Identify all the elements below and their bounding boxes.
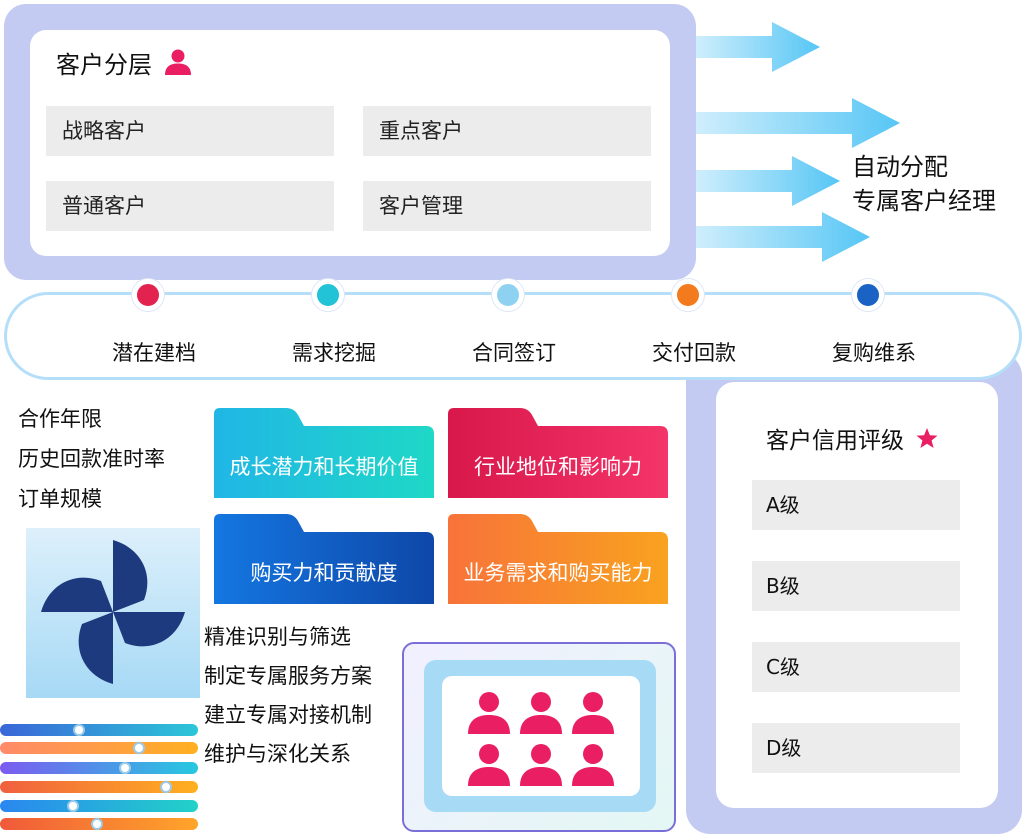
- tier-cell-regular: 普通客户: [46, 181, 334, 231]
- arrow-right-icon: [696, 156, 840, 206]
- arrow-right-icon: [696, 98, 900, 148]
- grade-b: B级: [752, 561, 960, 611]
- stage-label-needs: 需求挖掘: [292, 341, 376, 365]
- eval-folder-purchasing: 购买力和贡献度: [214, 514, 434, 604]
- action-plan: 制定专属服务方案: [204, 664, 372, 688]
- grade-a: A级: [752, 480, 960, 530]
- auto-assign-text: 自动分配 专属客户经理: [852, 150, 996, 218]
- tier-cell-strategic: 战略客户: [46, 106, 334, 156]
- grade-c: C级: [752, 642, 960, 692]
- progress-bar: [0, 818, 198, 830]
- eval-folder-industry: 行业地位和影响力: [448, 408, 668, 498]
- folder-shape: [448, 514, 668, 604]
- auto-assign-line2: 专属客户经理: [852, 187, 996, 215]
- folder-shape: [448, 408, 668, 498]
- progress-knob: [67, 800, 80, 812]
- person-icon: [468, 692, 510, 734]
- action-identify: 精准识别与筛选: [204, 625, 351, 649]
- customer-tier-title-text: 客户分层: [56, 51, 152, 79]
- stage-label-repurchase: 复购维系: [832, 341, 916, 365]
- progress-knob: [132, 742, 145, 754]
- stage-label-contract: 合同签订: [472, 341, 556, 365]
- progress-bar: [0, 724, 198, 736]
- eval-label-demand: 业务需求和购买能力: [463, 561, 653, 585]
- pinwheel-logo: [41, 540, 185, 684]
- eval-label-purchasing: 购买力和贡献度: [250, 561, 398, 585]
- arrow-right-icon: [696, 22, 820, 72]
- grade-d: D级: [752, 723, 960, 773]
- folder-shape: [214, 408, 434, 498]
- progress-bar: [0, 800, 198, 812]
- eval-label-growth: 成长潜力和长期价值: [229, 455, 419, 479]
- eval-folder-growth: 成长潜力和长期价值: [214, 408, 434, 498]
- criteria-years: 合作年限: [18, 407, 102, 431]
- person-icon: [164, 49, 191, 75]
- progress-bar: [0, 742, 198, 754]
- progress-knob: [91, 818, 104, 830]
- person-icon: [572, 692, 614, 734]
- person-icon: [468, 744, 510, 786]
- stage-dot-1: [312, 279, 344, 311]
- criteria-order-size: 订单规模: [18, 487, 102, 511]
- stage-label-prospect: 潜在建档: [112, 341, 196, 365]
- progress-knob: [160, 781, 173, 793]
- progress-bar: [0, 762, 198, 774]
- customer-tier-title: 客户分层: [56, 48, 192, 82]
- eval-folder-demand: 业务需求和购买能力: [448, 514, 668, 604]
- person-icon: [520, 744, 562, 786]
- stage-label-delivery: 交付回款: [652, 341, 736, 365]
- eval-label-industry: 行业地位和影响力: [474, 455, 642, 479]
- person-icon: [572, 744, 614, 786]
- credit-rating-title-text: 客户信用评级: [766, 428, 904, 454]
- star-icon: [916, 428, 938, 448]
- auto-assign-line1: 自动分配: [852, 153, 948, 181]
- logo-tile: [26, 528, 200, 698]
- stage-dot-2: [492, 279, 524, 311]
- arrow-right-icon: [696, 212, 870, 262]
- criteria-payment-rate: 历史回款准时率: [18, 447, 165, 471]
- folder-shape: [214, 514, 434, 604]
- progress-knob: [118, 762, 131, 774]
- action-maintain: 维护与深化关系: [204, 742, 351, 766]
- stage-dot-0: [132, 279, 164, 311]
- action-mechanism: 建立专属对接机制: [204, 703, 372, 727]
- credit-rating-title: 客户信用评级: [766, 424, 939, 458]
- tier-cell-management: 客户管理: [363, 181, 651, 231]
- progress-bar: [0, 781, 198, 793]
- tier-cell-key: 重点客户: [363, 106, 651, 156]
- person-icon: [520, 692, 562, 734]
- stage-dot-3: [672, 279, 704, 311]
- stage-dot-4: [852, 279, 884, 311]
- progress-knob: [73, 724, 86, 736]
